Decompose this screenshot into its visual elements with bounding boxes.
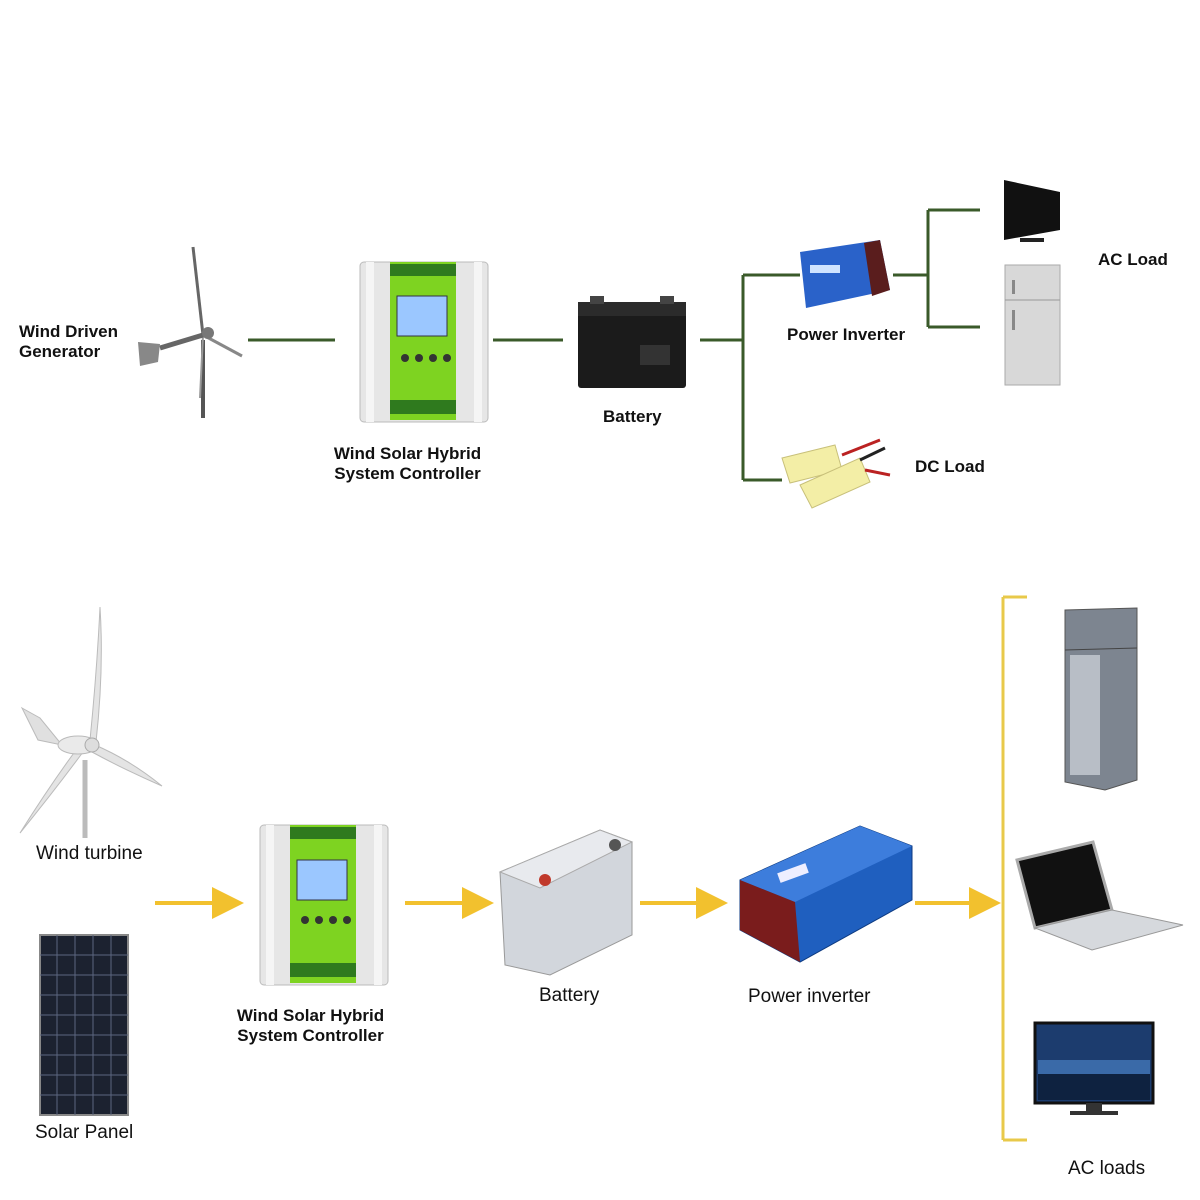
fridge-icon bbox=[1004, 264, 1061, 386]
wind-generator-label-line2: Generator bbox=[19, 342, 101, 361]
controller-label-line2: System Controller bbox=[334, 464, 481, 483]
dc-load-label: DC Load bbox=[915, 457, 985, 476]
inverter-icon bbox=[800, 240, 890, 308]
loads-bracket bbox=[1001, 595, 1027, 1142]
battery-icon bbox=[578, 296, 686, 388]
solar-panel-icon bbox=[39, 934, 129, 1116]
controller-icon bbox=[359, 261, 489, 423]
laptop-icon bbox=[1015, 840, 1184, 951]
wind-generator-label: Wind Driven Generator bbox=[19, 322, 118, 362]
fridge-icon-bottom bbox=[1064, 607, 1138, 791]
inverter-icon-bottom bbox=[739, 825, 913, 963]
ac-load-label: AC Load bbox=[1098, 250, 1168, 269]
top-connectors bbox=[248, 208, 980, 482]
controller-label: Wind Solar Hybrid System Controller bbox=[325, 444, 490, 484]
controller-label-bottom-line2: System Controller bbox=[237, 1026, 384, 1045]
battery-icon-bottom bbox=[498, 829, 634, 976]
battery-label-bottom: Battery bbox=[539, 985, 600, 1006]
wind-generator-icon bbox=[138, 246, 243, 418]
battery-label: Battery bbox=[603, 407, 662, 426]
wind-generator-label-line1: Wind Driven bbox=[19, 322, 119, 341]
controller-label-line1: Wind Solar Hybrid bbox=[333, 444, 482, 463]
wind-turbine-label: Wind turbine bbox=[36, 843, 143, 864]
inverter-label: Power Inverter bbox=[787, 325, 906, 344]
solar-panel-label: Solar Panel bbox=[35, 1122, 134, 1143]
tv-icon-bottom bbox=[1033, 1021, 1155, 1115]
wind-turbine-icon bbox=[19, 606, 163, 838]
ac-loads-label: AC loads bbox=[1068, 1158, 1146, 1179]
tv-icon bbox=[1004, 180, 1060, 242]
inverter-label-bottom: Power inverter bbox=[748, 986, 871, 1007]
controller-icon-bottom bbox=[259, 824, 389, 986]
dc-load-icon bbox=[781, 438, 891, 509]
controller-label-bottom-line1: Wind Solar Hybrid bbox=[236, 1006, 385, 1025]
controller-label-bottom: Wind Solar Hybrid System Controller bbox=[228, 1006, 393, 1046]
